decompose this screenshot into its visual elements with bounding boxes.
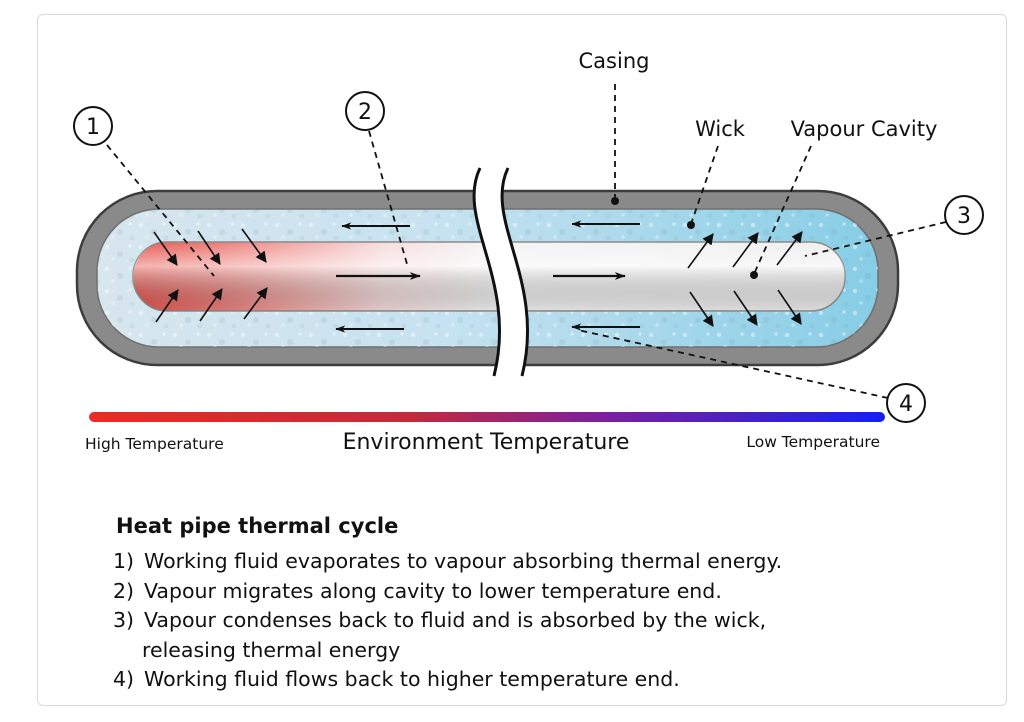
- vapour-cavity-label: Vapour Cavity: [791, 117, 938, 141]
- legend-item-number: 2): [113, 578, 135, 603]
- legend-item-number: 1): [113, 549, 135, 573]
- marker-3-label: 3: [957, 204, 971, 229]
- legend: Heat pipe thermal cycle 1) Working fluid …: [113, 514, 782, 695]
- environment-temperature-label: Environment Temperature: [343, 430, 630, 455]
- marker-3: 3: [944, 195, 984, 235]
- legend-item-text: Vapour condenses back to fluid and is ab…: [144, 608, 767, 632]
- legend-item-number: 4): [113, 667, 135, 691]
- marker-2: 2: [345, 91, 385, 131]
- legend-item-4: 4) Working fluid flows back to higher tem…: [113, 665, 782, 695]
- pipe-break-line-right: [500, 167, 529, 377]
- legend-item-number: 3): [113, 608, 135, 632]
- marker-2-label: 2: [358, 100, 372, 125]
- casing-label: Casing: [579, 49, 650, 73]
- marker-1: 1: [73, 106, 113, 146]
- temperature-gradient-bar: [89, 412, 885, 422]
- high-temperature-label: High Temperature: [85, 435, 224, 453]
- legend-item-text: Working fluid flows back to higher tempe…: [144, 667, 680, 691]
- legend-item-2: 2) Vapour migrates along cavity to lower …: [113, 577, 782, 607]
- leader-lines: [106, 84, 947, 399]
- legend-title: Heat pipe thermal cycle: [116, 514, 399, 538]
- condensation-arrows: [687, 231, 803, 327]
- marker-4-label: 4: [899, 392, 913, 417]
- fluid-return-arrows: [335, 220, 640, 333]
- pipe-break: [474, 168, 528, 376]
- low-temperature-label: Low Temperature: [746, 433, 880, 451]
- legend-item-text: Working fluid evaporates to vapour absor…: [144, 549, 783, 573]
- wick-label: Wick: [695, 117, 746, 141]
- marker-4: 4: [886, 383, 926, 423]
- legend-item-continuation: releasing thermal energy: [142, 637, 401, 662]
- legend-item-3: 3) Vapour condenses back to fluid and is …: [113, 606, 782, 665]
- vapour-cavity-shine: [133, 242, 845, 311]
- pipe-break-line-left: [472, 167, 501, 377]
- leader-dots: [611, 197, 758, 279]
- evaporation-arrows: [153, 228, 268, 323]
- legend-item-1: 1) Working fluid evaporates to vapour abs…: [113, 547, 782, 577]
- legend-item-text: Vapour migrates along cavity to lower te…: [144, 578, 722, 603]
- marker-1-label: 1: [86, 115, 100, 140]
